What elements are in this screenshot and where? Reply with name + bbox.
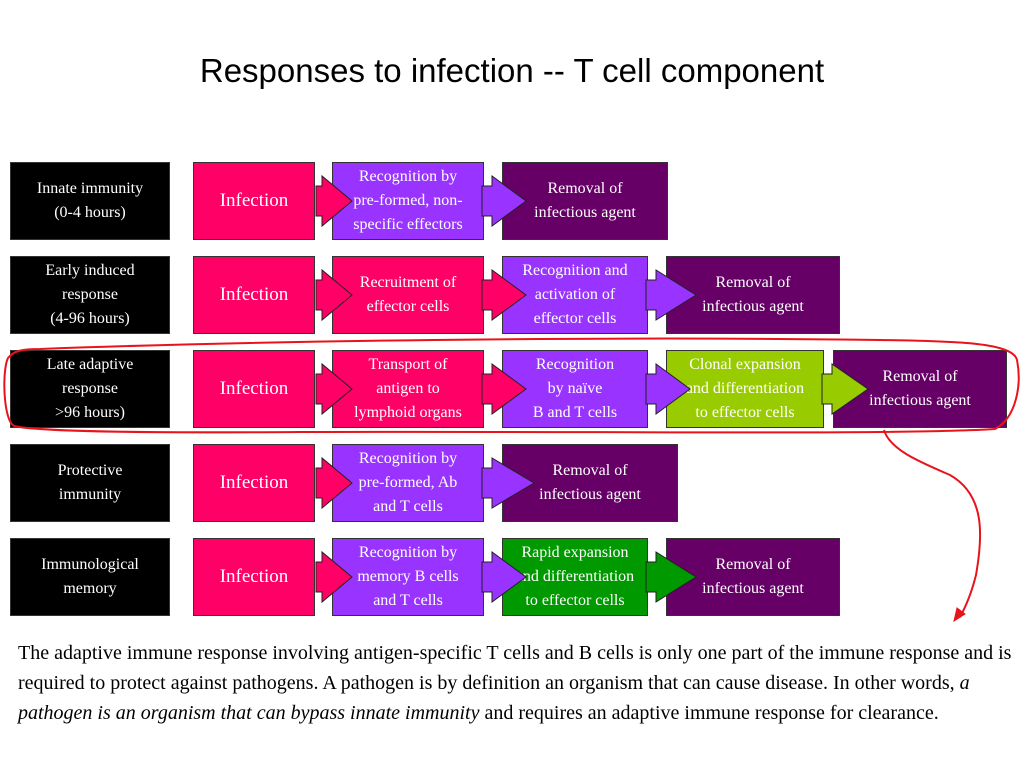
infection-box: Infection (193, 256, 315, 334)
step-text: Recognition by memory B cells and T cell… (357, 544, 459, 609)
step-text: Recognition by pre-formed, non- specific… (353, 168, 463, 233)
caption-text: The adaptive immune response involving a… (18, 642, 1012, 694)
rapid-expansion-box: Rapid expansion and differentiation to e… (502, 538, 648, 616)
step-text: Clonal expansion and differentiation to … (685, 356, 805, 421)
row-label-protective-immunity: Protective immunity (10, 444, 170, 522)
step-text: Rapid expansion and differentiation to e… (515, 544, 635, 609)
step-text: Recognition and activation of effector c… (522, 262, 628, 327)
label-text: Immunological memory (41, 556, 139, 597)
removal-box: Removal of infectious agent (666, 538, 840, 616)
page-title: Responses to infection -- T cell compone… (199, 52, 825, 89)
removal-box: Removal of infectious agent (666, 256, 840, 334)
infection-text: Infection (219, 378, 289, 399)
label-text: Innate immunity (0-4 hours) (36, 180, 144, 221)
step-text: Recognition by pre-formed, Ab and T cell… (358, 450, 458, 515)
recognition-box: Recognition and activation of effector c… (502, 256, 648, 334)
caption-paragraph: The adaptive immune response involving a… (18, 638, 1018, 728)
recognition-box: Recognition by pre-formed, Ab and T cell… (332, 444, 484, 522)
infection-box: Infection (193, 350, 315, 428)
transport-box: Transport of antigen to lymphoid organs (332, 350, 484, 428)
label-text: Late adaptive response >96 hours) (46, 356, 134, 421)
step-text: Removal of infectious agent (534, 180, 636, 221)
infection-text: Infection (219, 284, 289, 305)
label-text: Early induced response (4-96 hours) (45, 262, 135, 327)
infection-text: Infection (219, 472, 289, 493)
recognition-box: Recognition by memory B cells and T cell… (332, 538, 484, 616)
row-label-early-induced: Early induced response (4-96 hours) (10, 256, 170, 334)
infection-text: Infection (219, 190, 289, 211)
removal-box: Removal of infectious agent (502, 162, 668, 240)
clonal-expansion-box: Clonal expansion and differentiation to … (666, 350, 824, 428)
row-label-immunological-memory: Immunological memory (10, 538, 170, 616)
step-text: Removal of infectious agent (702, 556, 804, 597)
step-text: Recognition by naïve B and T cells (532, 356, 618, 421)
caption-text-end: and requires an adaptive immune response… (479, 702, 939, 724)
recognition-box: Recognition by naïve B and T cells (502, 350, 648, 428)
pointer-line (883, 429, 982, 618)
row-label-innate-immunity: Innate immunity (0-4 hours) (10, 162, 170, 240)
recruitment-box: Recruitment of effector cells (332, 256, 484, 334)
infection-text: Infection (219, 566, 289, 587)
removal-box: Removal of infectious agent (502, 444, 678, 522)
step-text: Removal of infectious agent (539, 462, 641, 503)
step-text: Removal of infectious agent (869, 368, 971, 409)
step-text: Transport of antigen to lymphoid organs (354, 356, 462, 421)
step-text: Removal of infectious agent (702, 274, 804, 315)
infection-box: Infection (193, 444, 315, 522)
recognition-box: Recognition by pre-formed, non- specific… (332, 162, 484, 240)
pointer-arrowhead (953, 607, 966, 623)
step-text: Recruitment of effector cells (359, 274, 457, 315)
infection-box: Infection (193, 538, 315, 616)
row-label-late-adaptive: Late adaptive response >96 hours) (10, 350, 170, 428)
infection-box: Infection (193, 162, 315, 240)
label-text: Protective immunity (57, 462, 123, 503)
caption-emphasis: a pathogen is an organism that can bypas… (18, 672, 970, 724)
removal-box: Removal of infectious agent (833, 350, 1007, 428)
